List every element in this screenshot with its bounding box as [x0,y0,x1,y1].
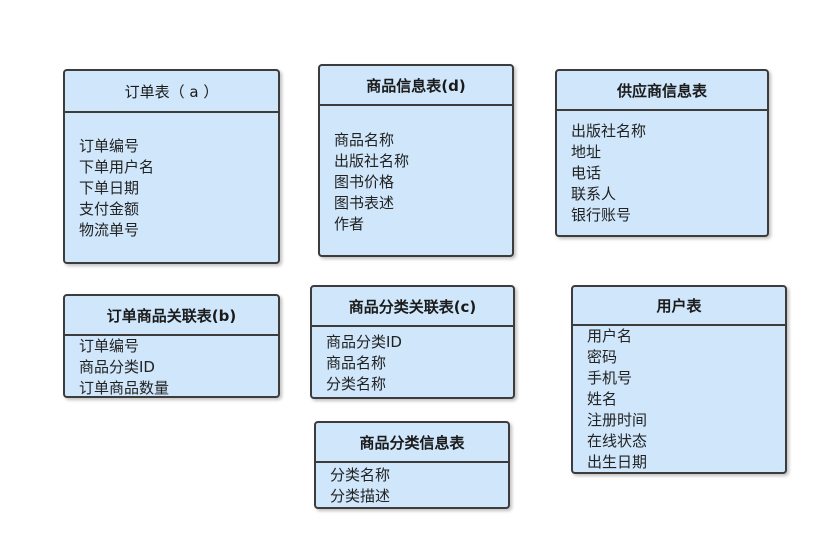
entity-field: 商品名称 [326,354,387,372]
entity-field: 手机号 [587,369,633,387]
entity-fields: 订单编号商品分类ID 订单商品数量 [65,336,278,399]
entity-field: 出生日期 [587,453,648,471]
entity-field: 作者 [334,215,365,233]
entity-field: 分类名称 [326,375,387,393]
entity-fields: 订单编号下单用户名下单日期支付金额物流单号 [65,113,278,241]
entity-field: 商品分类ID [79,358,155,376]
entity-field: 地址 [571,143,602,161]
entity-field: 订单编号 [79,137,140,155]
entity-product-info: 商品信息表(d)商品名称出版社名称图书价格图书表述作者 [318,64,514,257]
entity-order: 订单表（ a ）订单编号下单用户名下单日期支付金额物流单号 [63,69,280,264]
entity-field: 分类描述 [330,487,391,505]
entity-fields: 商品分类ID 商品名称分类名称 [312,327,513,395]
entity-field: 下单日期 [79,179,140,197]
entity-user: 用户表用户名密码手机号姓名注册时间在线状态出生日期 [571,285,787,474]
entity-field: 在线状态 [587,432,648,450]
entity-field: 物流单号 [79,221,140,239]
entity-title: 用户表 [573,287,785,326]
entity-fields: 商品名称出版社名称图书价格图书表述作者 [320,106,512,235]
entity-field: 银行账号 [571,206,632,224]
entity-field: 联系人 [571,185,617,203]
entity-field: 图书价格 [334,173,395,191]
entity-order-product-link: 订单商品关联表(b)订单编号商品分类ID 订单商品数量 [63,294,280,398]
entity-category-info: 商品分类信息表分类名称分类描述 [314,421,510,509]
entity-field: 图书表述 [334,194,395,212]
entity-field: 商品分类ID [326,333,402,351]
entity-supplier-info: 供应商信息表出版社名称地址电话联系人银行账号 [555,69,769,237]
entity-field: 用户名 [587,327,633,345]
entity-field: 订单商品数量 [79,379,170,397]
entity-fields: 出版社名称地址电话联系人银行账号 [557,111,767,226]
entity-title: 订单表（ a ） [65,71,278,113]
entity-title: 商品分类信息表 [316,423,508,463]
entity-field: 密码 [587,348,618,366]
entity-field: 电话 [571,164,602,182]
entity-fields: 分类名称分类描述 [316,463,508,507]
entity-title: 商品分类关联表(c) [312,287,513,327]
entity-field: 商品名称 [334,131,395,149]
entity-field: 注册时间 [587,411,648,429]
entity-field: 支付金额 [79,200,140,218]
entity-field: 下单用户名 [79,158,155,176]
entity-field: 订单编号 [79,337,140,355]
entity-field: 姓名 [587,390,618,408]
entity-title: 商品信息表(d) [320,66,512,106]
entity-field: 出版社名称 [334,152,410,170]
entity-field: 分类名称 [330,466,391,484]
entity-title: 订单商品关联表(b) [65,296,278,336]
entity-fields: 用户名密码手机号姓名注册时间在线状态出生日期 [573,326,785,473]
entity-title: 供应商信息表 [557,71,767,111]
entity-field: 出版社名称 [571,122,647,140]
entity-product-category-link: 商品分类关联表(c) 商品分类ID 商品名称分类名称 [310,285,515,399]
